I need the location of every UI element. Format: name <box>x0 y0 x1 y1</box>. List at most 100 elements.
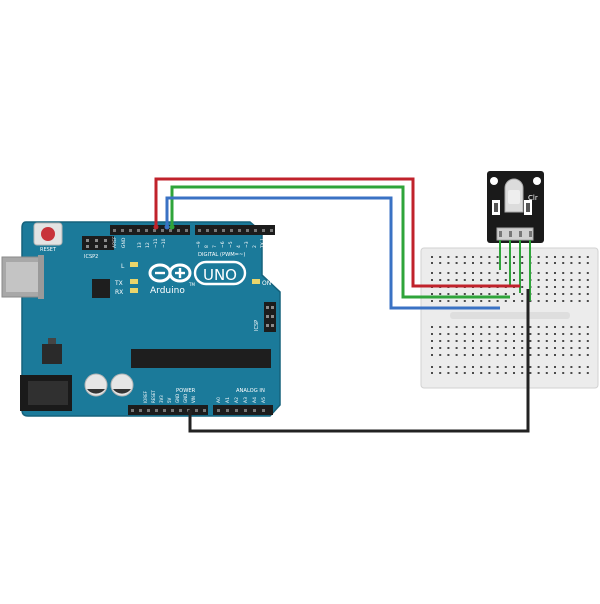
breadboard-hole <box>439 372 442 374</box>
power-header <box>128 405 208 415</box>
breadboard-hole <box>439 272 442 274</box>
breadboard-holes <box>431 256 589 374</box>
uno-label: UNO <box>203 266 237 284</box>
digital-header-left <box>110 225 190 235</box>
breadboard-hole <box>480 354 483 356</box>
breadboard-hole <box>554 372 556 374</box>
header-pin <box>104 245 107 248</box>
rgb-led-icon <box>504 178 524 213</box>
breadboard-hole <box>472 272 474 274</box>
breadboard-hole <box>496 372 499 374</box>
header-pin <box>131 409 134 412</box>
breadboard-hole <box>545 300 548 302</box>
blue-wire-end <box>164 224 170 230</box>
breadboard-hole <box>513 279 515 281</box>
power-pin-label: 5V <box>167 397 172 403</box>
header-pin <box>185 229 188 232</box>
header-pin <box>137 229 140 232</box>
digital-pin-label: TX 1 <box>260 238 266 249</box>
digital-pin-label: 4 <box>236 245 242 248</box>
breadboard-hole <box>562 279 565 281</box>
breadboard-hole <box>586 256 589 258</box>
breadboard-hole <box>472 256 474 258</box>
breadboard-hole <box>480 279 483 281</box>
breadboard-hole <box>554 256 556 258</box>
breadboard-hole <box>529 354 532 356</box>
trademark-label: TM <box>188 282 195 287</box>
breadboard-hole <box>578 372 581 374</box>
red-wire <box>154 177 520 288</box>
breadboard-hole <box>578 272 581 274</box>
breadboard-hole <box>455 262 458 264</box>
breadboard-hole <box>496 262 499 264</box>
breadboard-hole <box>586 286 589 288</box>
breadboard-hole <box>463 347 466 349</box>
arduino-brand-label: Arduino <box>150 286 185 296</box>
breadboard-hole <box>586 262 589 264</box>
breadboard-hole <box>562 272 565 274</box>
breadboard-hole <box>537 286 540 288</box>
breadboard-hole <box>504 366 507 368</box>
breadboard-hole <box>578 326 581 328</box>
breadboard-hole <box>545 372 548 374</box>
analog-pin-label: A2 <box>234 397 240 403</box>
breadboard-hole <box>504 333 507 335</box>
breadboard-hole <box>554 326 556 328</box>
breadboard-hole <box>537 372 540 374</box>
header-pin <box>198 229 201 232</box>
breadboard-hole <box>521 347 524 349</box>
header-pin <box>203 409 206 412</box>
header-pin <box>139 409 142 412</box>
breadboard-hole <box>545 340 548 342</box>
l-label: L <box>121 263 125 270</box>
breadboard-hole <box>447 354 450 356</box>
breadboard-hole <box>554 286 556 288</box>
analog-pin-label: A3 <box>243 397 249 403</box>
breadboard-hole <box>488 326 491 328</box>
breadboard-hole <box>431 366 433 368</box>
header-pin <box>147 409 150 412</box>
header-pin <box>238 229 241 232</box>
breadboard-hole <box>455 372 458 374</box>
breadboard-hole <box>570 372 573 374</box>
green-wire <box>170 185 510 299</box>
breadboard-hole <box>578 333 581 335</box>
breadboard-hole <box>439 333 442 335</box>
breadboard-hole <box>447 340 450 342</box>
breadboard-hole <box>578 262 581 264</box>
breadboard-hole <box>570 262 573 264</box>
breadboard-hole <box>513 300 515 302</box>
digital-header-right <box>195 225 275 235</box>
breadboard-hole <box>545 293 548 295</box>
breadboard-hole <box>545 366 548 368</box>
breadboard-hole <box>447 366 450 368</box>
black-wire-end <box>187 409 193 415</box>
breadboard-hole <box>431 279 433 281</box>
breadboard-hole <box>472 366 474 368</box>
icsp-header <box>264 302 276 332</box>
breadboard-hole <box>447 279 450 281</box>
breadboard-center-channel <box>450 312 570 319</box>
header-pin <box>171 409 174 412</box>
rgb-led-module: Clr <box>487 171 544 243</box>
breadboard-hole <box>496 326 499 328</box>
analog-header <box>213 405 273 415</box>
module-label: Clr <box>528 194 538 202</box>
breadboard-hole <box>496 340 499 342</box>
header-pin <box>266 306 269 309</box>
breadboard-hole <box>513 293 515 295</box>
breadboard-hole <box>488 340 491 342</box>
header-pin <box>262 409 265 412</box>
breadboard-hole <box>537 333 540 335</box>
uno-badge <box>193 260 247 286</box>
breadboard-hole <box>488 372 491 374</box>
header-pin <box>113 229 116 232</box>
digital-pin-label: ~10 <box>161 238 167 248</box>
digital-pin-label: RX 0 <box>268 237 274 248</box>
breadboard-hole <box>586 333 589 335</box>
breadboard-hole <box>431 354 433 356</box>
breadboard-hole <box>570 300 573 302</box>
breadboard-hole <box>463 272 466 274</box>
header-pin <box>121 229 124 232</box>
